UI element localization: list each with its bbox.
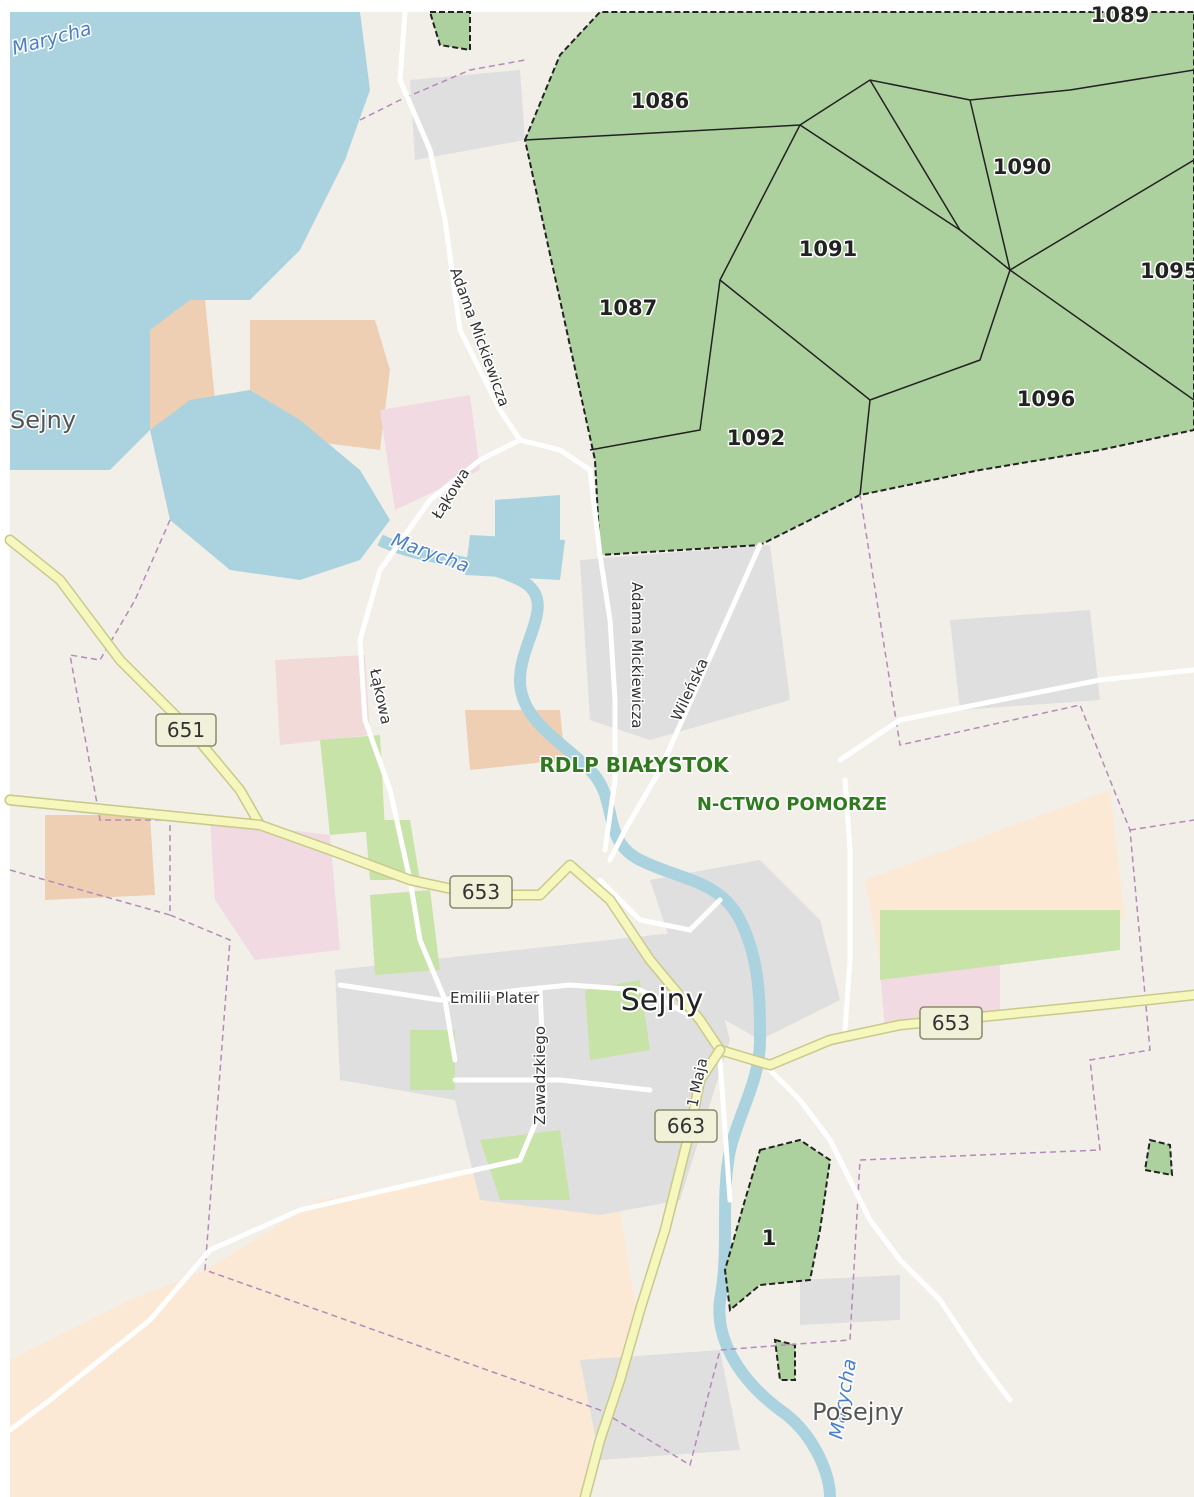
lake-label-sejny: Sejny xyxy=(10,406,76,434)
residential-area xyxy=(650,860,840,1040)
allotments-area xyxy=(45,815,155,900)
park-area xyxy=(880,910,1120,980)
forest-label-1095: 1095 xyxy=(1140,259,1194,283)
farmland-area xyxy=(10,1170,640,1497)
commercial-area xyxy=(275,655,370,745)
forest-area xyxy=(723,1138,832,1312)
road-shield-663: 663 xyxy=(654,1109,718,1143)
lake-sejny xyxy=(10,12,390,580)
street-label-adama-mickiewicza-south: Adama Mickiewicza xyxy=(628,582,646,728)
forest-area xyxy=(523,11,1194,557)
forest-area xyxy=(1143,1138,1174,1177)
forest-label-1096: 1096 xyxy=(1017,387,1075,411)
forest-label-1087: 1087 xyxy=(599,296,657,320)
park-area xyxy=(320,735,385,835)
town-label-sejny: Sejny xyxy=(621,983,704,1018)
forest-compartment-lines xyxy=(524,69,1194,496)
forest-label-1092: 1092 xyxy=(727,426,785,450)
park-area xyxy=(585,980,650,1060)
pond xyxy=(495,495,560,545)
road-ref-663: 663 xyxy=(667,1114,705,1138)
forest-label-1090: 1090 xyxy=(993,155,1051,179)
forest-label-1086: 1086 xyxy=(631,89,689,113)
village-label-posejny: Posejny xyxy=(812,1398,904,1426)
forest-label-1: 1 xyxy=(762,1226,777,1250)
road-shield-651: 651 xyxy=(155,713,217,747)
street-label-zawadzkiego: Zawadzkiego xyxy=(531,1026,549,1125)
park-area xyxy=(410,1030,455,1090)
road-ref-651: 651 xyxy=(167,718,205,742)
forest-label-1089: 1089 xyxy=(1091,3,1149,27)
residential-area xyxy=(410,70,525,160)
road-ref-653-east: 653 xyxy=(932,1011,970,1035)
forest-area xyxy=(773,1338,796,1381)
admin-label-rdlp: RDLP BIAŁYSTOK xyxy=(539,753,730,777)
residential-area xyxy=(800,1275,900,1325)
street-label-emilii-plater: Emilii Plater xyxy=(450,989,540,1007)
road-shield-653-east: 653 xyxy=(919,1006,983,1040)
admin-label-nctwo: N-CTWO POMORZE xyxy=(697,794,887,815)
minor-roads xyxy=(7,9,1194,1433)
park-area xyxy=(480,1130,570,1200)
road-ref-653-west: 653 xyxy=(462,880,500,904)
park-area xyxy=(370,890,440,975)
forest-area xyxy=(428,11,471,52)
river-marycha xyxy=(377,534,836,1497)
retail-area xyxy=(210,820,340,960)
admin-boundaries xyxy=(9,59,1194,1467)
road-shield-653-west: 653 xyxy=(449,875,513,909)
forest-label-1091: 1091 xyxy=(799,237,857,261)
